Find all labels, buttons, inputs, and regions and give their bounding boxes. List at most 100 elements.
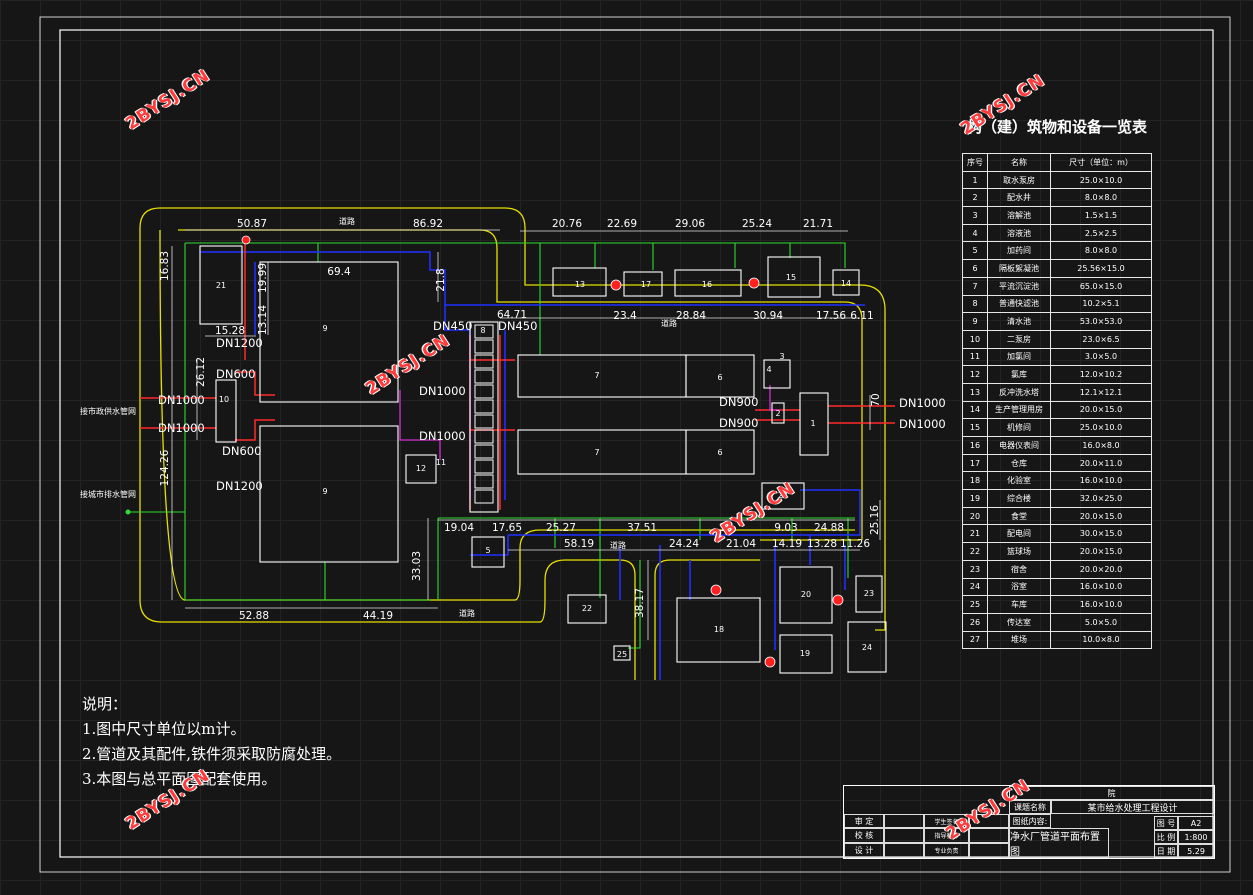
table-cell: 生产管理用房 — [987, 400, 1051, 420]
scale-value: 1:800 — [1178, 830, 1214, 844]
note-line: 3.本图与总平面图配套使用。 — [82, 770, 277, 788]
dimension-label: 25.27 — [546, 522, 576, 534]
table-cell: 20 — [962, 506, 988, 526]
dimension-label: 19.99 — [257, 263, 269, 293]
table-cell: 17 — [962, 453, 988, 473]
table-cell: 21 — [962, 524, 988, 544]
table-cell: 平流沉淀池 — [987, 276, 1051, 296]
blank-cell — [969, 814, 1009, 828]
table-cell: 16.0×10.0 — [1050, 577, 1152, 597]
building-number: 16 — [702, 280, 712, 289]
table-cell: 20.0×15.0 — [1050, 400, 1152, 420]
building-number: 27 — [778, 491, 788, 500]
blank-cell — [969, 828, 1009, 843]
table-cell: 清水池 — [987, 312, 1051, 331]
dimension-label: 13.28 — [807, 538, 837, 550]
table-cell: 名称 — [987, 153, 1051, 172]
filter-cells — [474, 324, 494, 504]
table-cell: 16.0×10.0 — [1050, 471, 1152, 491]
sheet-value: A2 — [1178, 816, 1214, 830]
table-cell: 22 — [962, 542, 988, 561]
table-cell: 13 — [962, 382, 988, 402]
content-label: 图纸内容: — [1009, 814, 1051, 828]
pipe-size-label: DN1000 — [158, 421, 205, 435]
dimension-lines — [171, 229, 881, 640]
building-number: 25 — [617, 650, 627, 659]
building-number: 6 — [717, 373, 722, 382]
table-cell: 配电间 — [987, 524, 1051, 544]
table-cell: 尺寸（单位：m） — [1050, 153, 1152, 172]
table-cell: 12.1×12.1 — [1050, 382, 1152, 402]
drain-pipes — [130, 242, 855, 649]
table-cell: 53.0×53.0 — [1050, 312, 1152, 331]
table-cell: 篮球场 — [987, 542, 1051, 561]
dimension-label: 21.71 — [803, 218, 833, 230]
date-value: 5.29 — [1178, 844, 1214, 858]
table-cell: 3.0×5.0 — [1050, 347, 1152, 367]
dimension-label: 64.71 — [497, 309, 527, 321]
pipe-size-label: DN450 — [498, 319, 537, 333]
equipment-table-title: 构（建）筑物和设备一览表 — [966, 118, 1147, 136]
pipe-size-label: DN1000 — [419, 384, 466, 398]
dimension-label: 9.03 — [774, 522, 797, 534]
table-cell: 综合楼 — [987, 489, 1051, 508]
pipe-size-label: DN450 — [433, 319, 472, 333]
buildings — [199, 245, 887, 674]
drain-outlet — [125, 509, 131, 515]
table-cell: 仓库 — [987, 453, 1051, 473]
dimension-label: 30.94 — [753, 310, 783, 322]
dimension-label: 26.12 — [195, 357, 207, 387]
title-block: 院 课题名称 某市给水处理工程设计 图纸内容: 净水厂管道平面布置图 审 定 校… — [843, 785, 1215, 859]
table-cell: 浴室 — [987, 577, 1051, 597]
table-cell: 6 — [962, 259, 988, 278]
dimension-label: 17.65 — [492, 522, 522, 534]
table-cell: 氯库 — [987, 365, 1051, 384]
dimension-label: 70 — [870, 393, 882, 406]
table-cell: 溶液池 — [987, 223, 1051, 243]
table-cell: 32.0×25.0 — [1050, 489, 1152, 508]
building-number: 20 — [801, 590, 811, 599]
table-cell: 2.5×2.5 — [1050, 223, 1152, 243]
dimension-label: 24.88 — [814, 522, 844, 534]
student-sign: 学生签名 — [924, 814, 969, 828]
road-label: 道路 — [459, 608, 475, 618]
table-cell: 18 — [962, 471, 988, 491]
table-cell: 16.0×8.0 — [1050, 436, 1152, 455]
table-cell: 7 — [962, 276, 988, 296]
dimension-label: 6.11 — [850, 310, 873, 322]
sheet-label: 图 号 — [1154, 816, 1178, 830]
valves — [241, 235, 844, 668]
outer-border — [39, 16, 1231, 873]
dimension-label: 29.06 — [675, 218, 705, 230]
table-cell: 20.0×11.0 — [1050, 453, 1152, 473]
blank-cell — [884, 814, 924, 828]
table-cell: 10.2×5.1 — [1050, 294, 1152, 314]
table-header-row: 序号名称尺寸（单位：m） — [962, 153, 1152, 172]
building-number: 9 — [322, 324, 327, 333]
table-cell: 5.0×5.0 — [1050, 612, 1152, 632]
table-cell: 1 — [962, 170, 988, 190]
scale-label: 比 例 — [1154, 830, 1178, 844]
road-label: 道路 — [339, 216, 355, 226]
dimension-label: 50.87 — [237, 218, 267, 230]
table-cell: 取水泵房 — [987, 170, 1051, 190]
building-number: 17 — [641, 280, 651, 289]
school-cell: 院 — [1009, 786, 1214, 800]
table-cell: 27 — [962, 630, 988, 650]
table-cell: 5 — [962, 241, 988, 261]
dimension-label: 11.26 — [840, 538, 870, 550]
date-label: 日 期 — [1154, 844, 1178, 858]
